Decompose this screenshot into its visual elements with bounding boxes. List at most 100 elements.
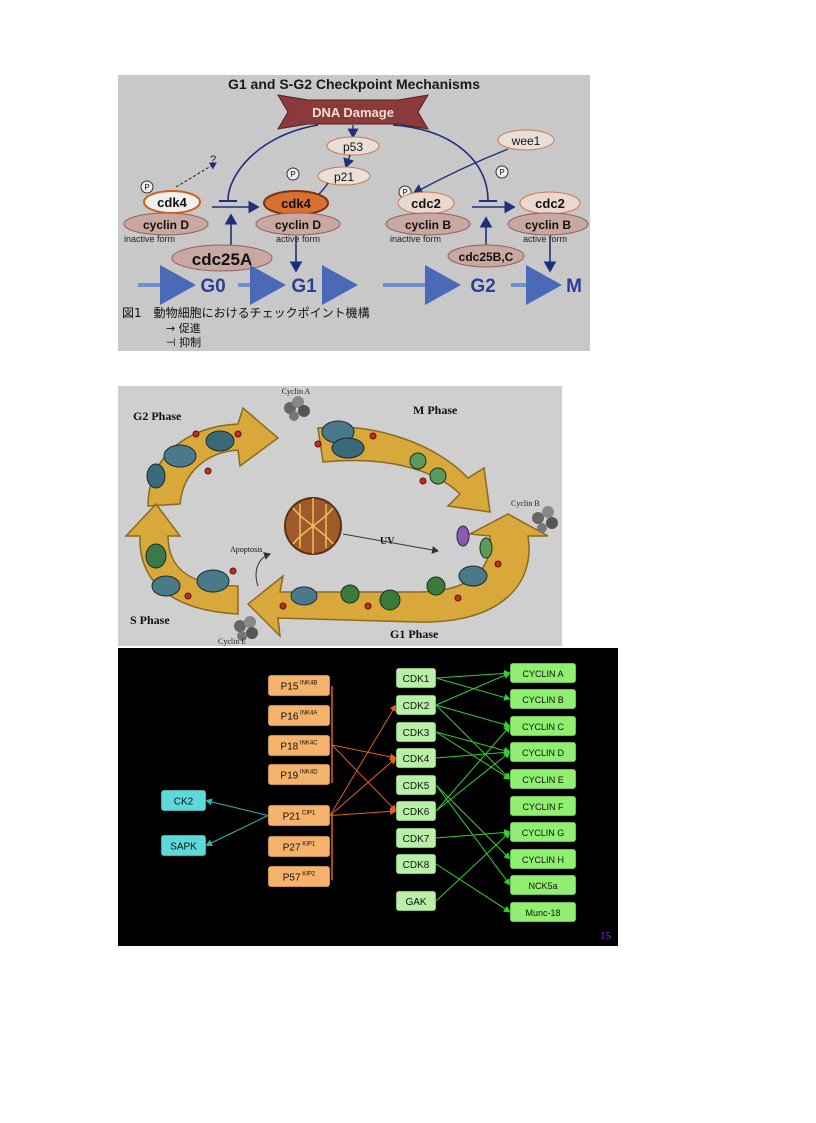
partner-node-cyclin-g: CYCLIN G [509,821,577,843]
page-number: 15 [600,930,612,942]
wee1-label: wee1 [511,134,541,148]
inhibitor-node-p19: P19 INK4D [267,763,331,786]
partner-node-cyclin-c: CYCLIN C [509,715,577,737]
inhibitor-node-p21: P21 CIP1 [267,804,331,827]
partner-node-cyclin-b: CYCLIN B [509,688,577,710]
inhibition-edge [331,744,397,761]
phase-g1: G1 [291,276,317,297]
cdk4-inactive-label: cdk4 [157,195,187,210]
cdc2-active-label: cdc2 [535,196,565,211]
partner-node-nck5a: NCK5a [509,874,577,896]
binding-edge [435,704,511,728]
checkpoint-mechanisms-figure: G1 and S-G2 Checkpoint Mechanisms DNA Da… [118,75,590,351]
cell-cycle-diagram: Cyclin A G2 Phase M Phase Cyclin B UV Ap… [124,387,558,646]
partner-node-cyclin-h: CYCLIN H [509,848,577,870]
cyclin-a-molecule-icon [284,396,310,421]
cdk-interaction-network: P15 INK4B P16 INK4A P18 INK4C P19 INK4D P21 … [118,648,618,946]
cdk-node-cdk3-label: CDK3 [403,728,430,739]
cdk-node-gak-label: GAK [405,897,426,908]
binding-edge [435,831,511,902]
cdk-node-cdk1: CDK1 [395,667,437,689]
binding-edge [435,751,511,812]
inhibitor-node-p27: P27 KIP1 [267,835,331,858]
inhibition-edge [331,744,397,812]
partner-node-munc-18: Munc-18 [509,901,577,923]
binding-edge [435,725,511,812]
partner-node-cyclin-f-label: CYCLIN F [522,802,564,812]
binding-edge [435,784,511,860]
svg-text:P: P [290,170,295,179]
binding-edge [435,672,511,706]
cdk-node-cdk7: CDK7 [395,827,437,849]
partner-node-cyclin-d-label: CYCLIN D [522,748,565,758]
figure-title: G1 and S-G2 Checkpoint Mechanisms [228,76,480,92]
cdc25bc-node [447,244,525,268]
s-phase-label: S Phase [130,613,170,627]
binding-edge [435,748,511,759]
cdk-node-cdk6-label: CDK6 [403,807,430,818]
inhibitor-node-p18: P18 INK4C [267,734,331,757]
cyclin-e-molecule-icon [234,616,258,641]
cdc2-inactive-label: cdc2 [411,196,441,211]
wee1-node [497,129,555,151]
cdk-node-cdk5: CDK5 [395,774,437,796]
inhibition-edge [329,807,397,816]
cyclinD-active-node [255,212,341,236]
cyclin-a-label: Cyclin A [282,387,311,396]
inhibitor-node-p15: P15 INK4B [267,674,331,697]
cyclinD-inactive-label: cyclin D [143,218,189,232]
cdk-node-cdk7-label: CDK7 [403,834,430,845]
kinase-edge [205,815,269,847]
phosphate-dot-icon [184,430,502,610]
phase-g2: G2 [470,276,495,297]
partner-node-cyclin-h-label: CYCLIN H [522,855,564,865]
cdc25bc-label: cdc25B,C [459,250,514,264]
g2-phase-arrow [147,406,280,507]
cdk-node-cdk1-label: CDK1 [403,674,430,685]
partner-node-cyclin-a: CYCLIN A [509,662,577,684]
partner-node-cyclin-e-label: CYCLIN E [522,775,564,785]
partner-node-cyclin-b-label: CYCLIN B [522,695,564,705]
active-form-label: active form [276,234,320,244]
phosphate-icon: P [140,180,154,194]
cyclin-b-label: Cyclin B [511,499,540,508]
m-phase-label: M Phase [413,403,458,417]
cdk-node-cdk8: CDK8 [395,853,437,875]
cdk-node-cdk3: CDK3 [395,721,437,743]
partner-node-cyclin-e: CYCLIN E [509,768,577,790]
cyclin-b-molecule-icon [532,506,558,533]
cdk-node-cdk4: CDK4 [395,747,437,769]
inactive-form-label: inactive form [124,234,175,244]
cdk-network-diagram: P15 INK4B P16 INK4A P18 INK4C P19 INK4D P21 … [160,662,612,942]
partner-node-cyclin-c-label: CYCLIN C [522,722,565,732]
svg-text:P: P [144,183,149,192]
s-phase-arrow [124,502,239,615]
dna-damage-label: DNA Damage [312,105,394,120]
cdk4-active-label: cdk4 [281,196,311,211]
phase-g0: G0 [200,276,225,297]
svg-text:P: P [402,188,407,197]
inhibitor-node-p57: P57 KIP2 [267,865,331,888]
cdk-node-cdk5-label: CDK5 [403,781,430,792]
kinase-node-sapk: SAPK [160,834,207,857]
p53-label: p53 [343,140,363,154]
inactive-form-label: inactive form [390,234,441,244]
cyclinB-inactive-label: cyclin B [405,218,451,232]
cyclin-e-label: Cyclin E [218,637,246,646]
p21-label: p21 [334,170,354,184]
phase-m: M [566,276,582,297]
binding-edge [435,731,511,754]
legend-promote: → 促進 [166,321,201,335]
cdc25a-label: cdc25A [192,250,252,269]
cdk-node-cdk2: CDK2 [395,694,437,716]
p53-node [326,136,380,156]
legend-inhibit: ⊣ 抑制 [166,335,201,349]
cdk-node-cdk2-label: CDK2 [403,701,430,712]
cdc25a-node [171,244,273,272]
kinase-node-sapk-label: SAPK [170,842,197,853]
dna-damage-banner [277,94,429,130]
binding-edge [435,863,511,913]
cdk-node-cdk4-label: CDK4 [403,754,430,765]
kinase-node-ck2-label: CK2 [174,797,194,808]
inhibitor-node-p16: P16 INK4A [267,704,331,727]
